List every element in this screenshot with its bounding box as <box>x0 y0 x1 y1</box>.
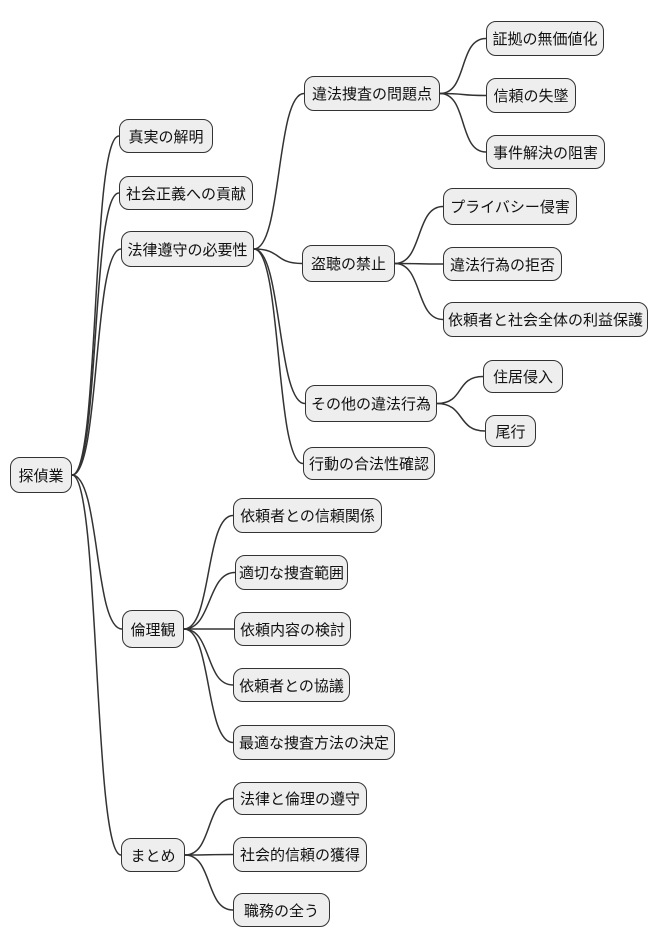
node-refusal-of-illegal-acts: 違法行為の拒否 <box>443 247 562 281</box>
node-privacy-violation: プライバシー侵害 <box>443 188 577 225</box>
node-optimal-method-decision: 最適な捜査方法の決定 <box>233 725 395 760</box>
edge-legal-wiretapping <box>253 248 303 265</box>
node-tailing: 尾行 <box>485 415 536 447</box>
node-client-society-interest-protection: 依頼者と社会全体の利益保護 <box>443 302 648 337</box>
edge-legal-other-illegal <box>253 248 306 405</box>
edge-protect-interests <box>394 262 444 321</box>
edge-root-summary <box>71 474 122 856</box>
edge-client-consultation <box>183 628 234 686</box>
node-case-resolution-hindrance: 事件解決の阻害 <box>486 135 605 169</box>
edge-legal-illegal-investigation <box>253 92 305 250</box>
edge-refusal-illegal-acts <box>394 262 444 265</box>
node-evidence-devaluation: 証拠の無価値化 <box>486 21 604 56</box>
node-law-ethics-compliance: 法律と倫理の遵守 <box>233 782 367 815</box>
node-action-legality-check: 行動の合法性確認 <box>303 447 435 480</box>
edge-trespassing <box>436 375 484 405</box>
node-detective-business: 探偵業 <box>10 457 72 493</box>
edge-client-trust <box>183 514 234 630</box>
node-trespassing: 住居侵入 <box>483 360 563 393</box>
node-summary: まとめ <box>121 838 185 872</box>
edge-tailing <box>436 402 486 432</box>
node-social-justice-contribution: 社会正義への貢献 <box>119 176 253 210</box>
node-appropriate-investigation-scope: 適切な捜査範囲 <box>235 555 348 590</box>
edge-root-truth <box>71 135 120 476</box>
edge-social-trust <box>184 853 234 856</box>
node-duty-fulfillment: 職務の全う <box>233 893 330 927</box>
edge-law-ethics-compliance <box>184 797 234 856</box>
node-loss-of-trust: 信頼の失墜 <box>486 78 576 113</box>
edge-case-hindrance <box>439 92 487 153</box>
node-client-trust-relationship: 依頼者との信頼関係 <box>233 498 382 533</box>
node-truth-clarification: 真実の解明 <box>119 119 213 153</box>
edge-root-social-justice <box>71 192 120 476</box>
edge-loss-of-trust <box>439 92 487 97</box>
node-social-trust-acquisition: 社会的信頼の獲得 <box>233 837 367 872</box>
edge-legal-legality-check <box>253 248 304 465</box>
edge-duty-fulfillment <box>184 854 234 911</box>
edge-evidence-devaluation <box>439 37 487 95</box>
edge-root-legal-compliance <box>71 248 122 476</box>
node-legal-compliance-necessity: 法律遵守の必要性 <box>121 231 254 267</box>
node-ethics: 倫理観 <box>122 610 184 648</box>
node-client-consultation: 依頼者との協議 <box>233 668 350 702</box>
edge-appropriate-scope <box>183 571 236 630</box>
edge-privacy-violation <box>394 205 444 265</box>
edge-root-ethics <box>71 474 123 630</box>
node-wiretapping-ban: 盗聴の禁止 <box>302 245 395 282</box>
node-request-content-review: 依頼内容の検討 <box>234 612 351 646</box>
node-illegal-investigation-problems: 違法捜査の問題点 <box>304 76 440 111</box>
node-other-illegal-acts: その他の違法行為 <box>305 385 437 422</box>
edge-optimal-method <box>183 628 234 744</box>
